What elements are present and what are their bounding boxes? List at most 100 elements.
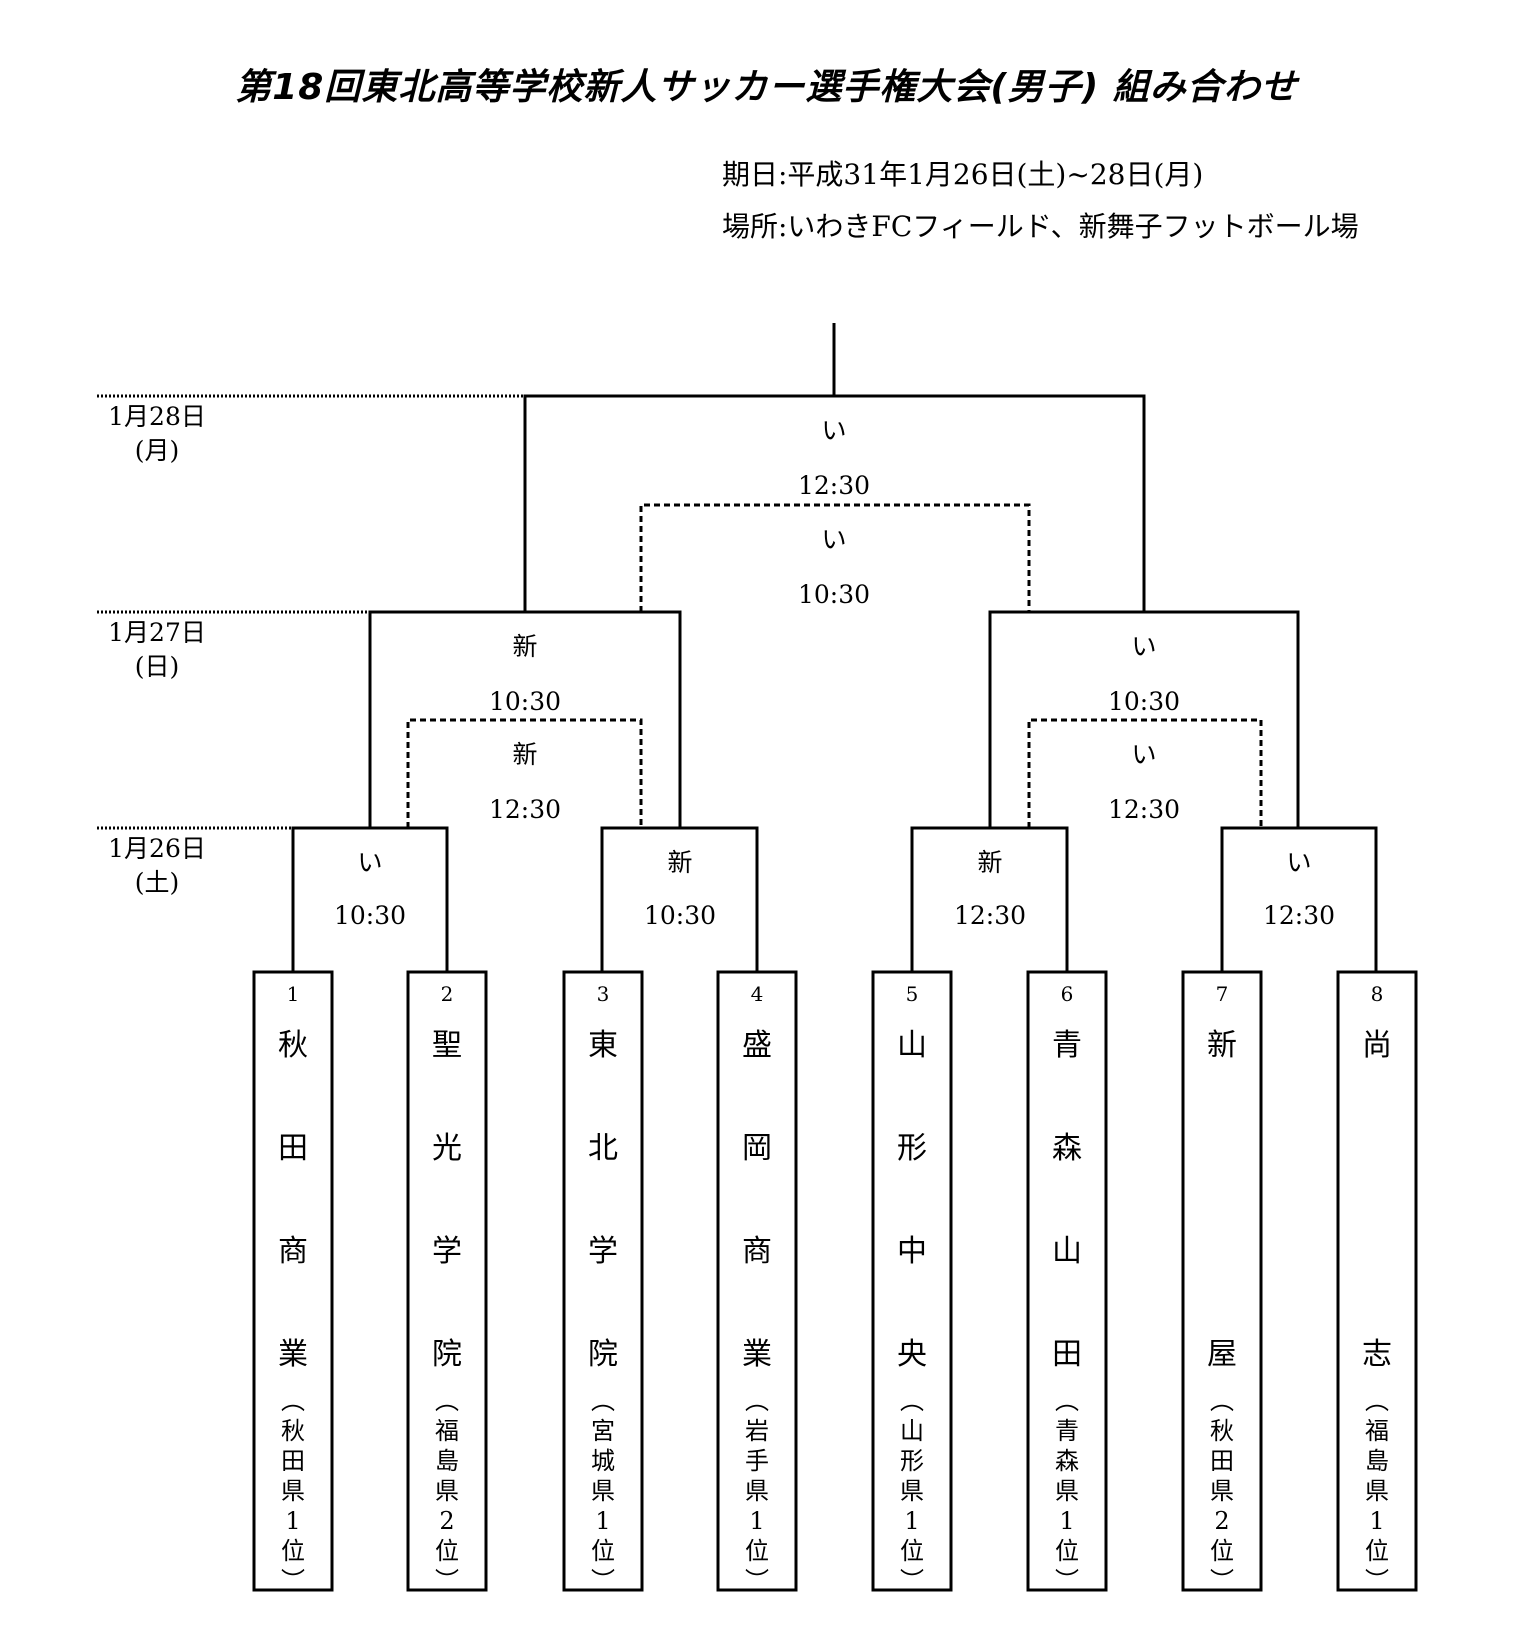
pref-char: 位 <box>281 1537 305 1565</box>
pref-char: ︶ <box>745 1567 769 1595</box>
team-name-char: 屋 <box>1207 1337 1237 1372</box>
sf-left-venue: 新 <box>512 632 538 661</box>
pref-char: 島 <box>435 1447 459 1475</box>
pref-char: 位 <box>591 1537 615 1565</box>
pref-char: ︵ <box>900 1387 924 1415</box>
pref-char: ︶ <box>281 1567 305 1595</box>
team-name-char: 田 <box>1052 1337 1082 1372</box>
team-name-char: 業 <box>278 1337 308 1372</box>
third-venue: い <box>821 525 847 554</box>
team-name-char: 志 <box>1362 1337 1392 1372</box>
team-box-4 <box>716 970 798 1592</box>
team-seed: 3 <box>596 982 610 1006</box>
pref-char: 山 <box>900 1417 924 1445</box>
day-label-28: 1月28日 (月) <box>97 400 217 468</box>
pref-char: 手 <box>745 1447 769 1475</box>
day-date: 1月27日 <box>108 618 206 647</box>
sf-right-time: 10:30 <box>1107 687 1181 716</box>
third-time: 10:30 <box>797 580 871 609</box>
day-label-26: 1月26日 (土) <box>97 832 217 900</box>
sf-left-cons-venue: 新 <box>512 740 538 769</box>
sf-right-cons-time: 12:30 <box>1107 795 1181 824</box>
final-time: 12:30 <box>797 471 871 500</box>
event-date: 期日:平成31年1月26日(土)~28日(月) <box>722 158 1204 191</box>
r1-time-1: 10:30 <box>333 901 407 930</box>
team-name-char: 森 <box>1052 1131 1082 1166</box>
day-label-27: 1月27日 (日) <box>97 616 217 684</box>
event-venue: 場所:いわきFCフィールド、新舞子フットボール場 <box>722 210 1359 243</box>
team-box-7 <box>1181 970 1263 1592</box>
sf-right-venue: い <box>1131 632 1157 661</box>
pref-char: ︵ <box>1365 1387 1389 1415</box>
pref-char: 秋 <box>281 1417 305 1445</box>
team-name-char: 田 <box>278 1131 308 1166</box>
pref-char: 県 <box>1210 1477 1234 1505</box>
team-box-1 <box>252 970 334 1592</box>
team-name-char: 聖 <box>432 1028 462 1063</box>
pref-char: 1 <box>904 1507 920 1535</box>
r1-bracket-4 <box>1220 826 1378 972</box>
pref-char: 位 <box>745 1537 769 1565</box>
team-seed: 5 <box>905 982 919 1006</box>
team-name-char: 院 <box>432 1337 462 1372</box>
pref-char: 1 <box>285 1507 301 1535</box>
pref-char: 1 <box>1369 1507 1385 1535</box>
pref-char: 福 <box>1365 1417 1389 1445</box>
sf-left-cons-bracket <box>406 718 643 828</box>
pref-char: 1 <box>1059 1507 1075 1535</box>
day-date: 1月26日 <box>108 834 206 863</box>
sf-left-cons-time: 12:30 <box>488 795 562 824</box>
pref-char: 県 <box>1055 1477 1079 1505</box>
final-venue: い <box>821 416 847 445</box>
pref-char: ︶ <box>900 1567 924 1595</box>
pref-char: ︵ <box>435 1387 459 1415</box>
pref-char: 形 <box>900 1447 924 1475</box>
team-name-char: 商 <box>742 1234 772 1269</box>
sf-right-cons-venue: い <box>1131 740 1157 769</box>
pref-char: ︶ <box>1055 1567 1079 1595</box>
day-weekday: (土) <box>134 867 180 897</box>
pref-char: 1 <box>595 1507 611 1535</box>
team-name-char: 院 <box>588 1337 618 1372</box>
pref-char: 位 <box>1365 1537 1389 1565</box>
team-name-char: 形 <box>897 1131 927 1166</box>
pref-char: ︵ <box>281 1387 305 1415</box>
page-title: 第18回東北高等学校新人サッカー選手権大会(男子) 組み合わせ <box>235 67 1298 108</box>
team-name-char: 尚 <box>1362 1028 1392 1063</box>
team-name-char: 学 <box>588 1234 618 1269</box>
team-name-char: 学 <box>432 1234 462 1269</box>
day-weekday: (月) <box>134 435 180 465</box>
pref-char: 2 <box>1214 1507 1230 1535</box>
pref-char: 田 <box>281 1447 305 1475</box>
pref-char: 宮 <box>591 1417 615 1445</box>
team-box-6 <box>1026 970 1108 1592</box>
pref-char: 県 <box>435 1477 459 1505</box>
pref-char: ︶ <box>591 1567 615 1595</box>
pref-char: ︶ <box>1365 1567 1389 1595</box>
r1-bracket-1 <box>291 826 449 972</box>
team-name-char: 央 <box>897 1337 927 1372</box>
team-name-char: 山 <box>897 1028 927 1063</box>
team-name-char: 新 <box>1207 1028 1237 1063</box>
team-box-5 <box>871 970 953 1592</box>
team-name-char: 商 <box>278 1234 308 1269</box>
r1-venue-2: 新 <box>667 848 693 877</box>
team-name-char: 盛 <box>742 1028 772 1063</box>
pref-char: ︵ <box>591 1387 615 1415</box>
pref-char: 県 <box>900 1477 924 1505</box>
team-name-char: 青 <box>1052 1028 1082 1063</box>
team-seed: 8 <box>1370 982 1384 1006</box>
pref-char: 島 <box>1365 1447 1389 1475</box>
pref-char: 森 <box>1055 1447 1079 1475</box>
team-seed: 7 <box>1215 982 1229 1006</box>
team-name-char: 業 <box>742 1337 772 1372</box>
pref-char: 岩 <box>745 1417 769 1445</box>
third-place-bracket <box>639 503 1031 612</box>
r1-venue-3: 新 <box>977 848 1003 877</box>
team-box-3 <box>562 970 644 1592</box>
